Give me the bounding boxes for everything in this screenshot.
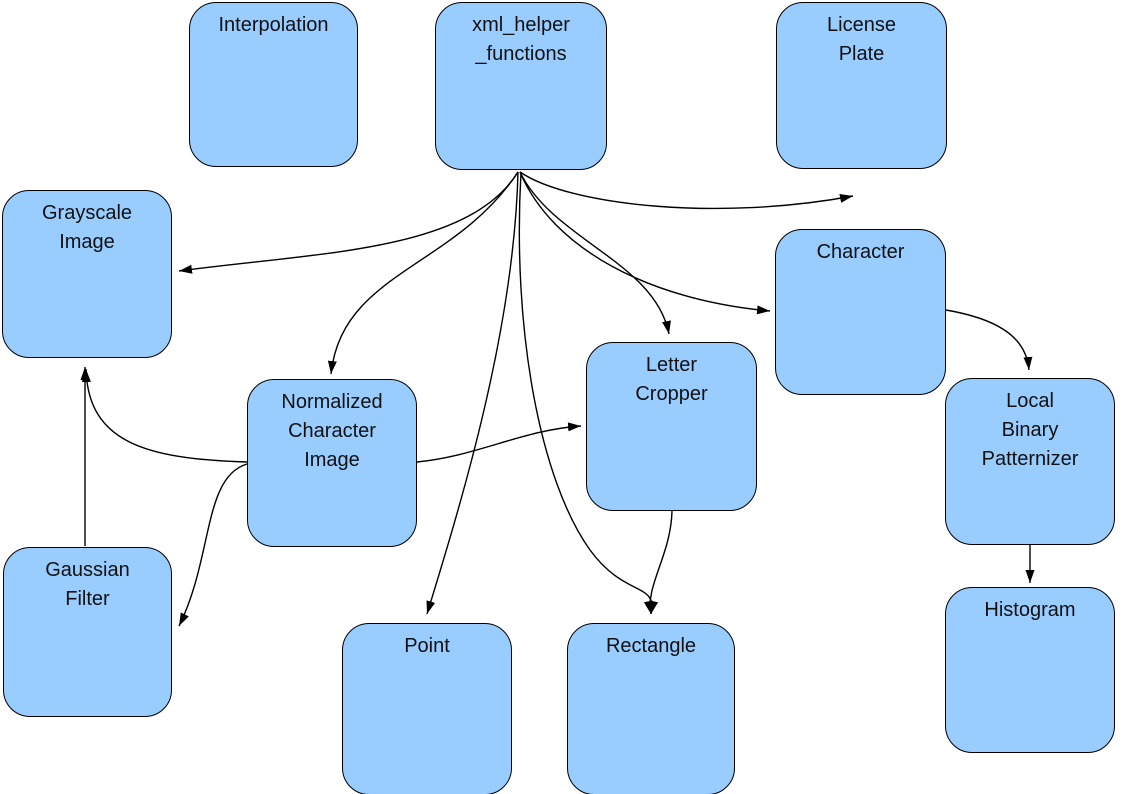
node-point-label: Point <box>404 635 450 657</box>
edge-xml-helper-functions-to-letter-cropper <box>519 171 671 335</box>
node-histogram[interactable]: Histogram <box>945 587 1115 753</box>
node-xml-helper-functions[interactable]: xml_helper _functions <box>435 2 607 170</box>
edge-letter-cropper-to-rectangle <box>643 510 673 615</box>
node-histogram-label: Histogram <box>984 599 1076 621</box>
node-rectangle[interactable]: Rectangle <box>567 623 735 794</box>
node-letter-cropper-label: Letter Cropper <box>635 354 708 405</box>
edge-xml-helper-functions-to-grayscale-image <box>178 171 519 274</box>
node-grayscale-image-label: Grayscale Image <box>41 202 133 253</box>
edge-normalized-character-image-to-grayscale-image <box>81 368 248 463</box>
node-local-binary-patternizer[interactable]: Local Binary Patternizer <box>945 378 1115 545</box>
node-license-plate-label: License Plate <box>827 14 896 65</box>
node-normalized-character-image-label: Normalized Character Image <box>281 391 383 471</box>
node-xml-helper-functions-label: xml_helper _functions <box>472 14 570 65</box>
edge-xml-helper-functions-to-character <box>519 171 771 315</box>
node-point[interactable]: Point <box>342 623 512 794</box>
edge-character-to-local-binary-patternizer <box>945 309 1033 371</box>
node-character-label: Character <box>816 241 905 263</box>
node-gaussian-filter-label: Gaussian Filter <box>45 559 130 610</box>
edge-normalized-character-image-to-letter-cropper <box>416 422 582 463</box>
edge-normalized-character-image-to-gaussian-filter <box>178 463 248 627</box>
edge-xml-helper-functions-to-rectangle <box>518 171 659 615</box>
node-letter-cropper[interactable]: Letter Cropper <box>586 342 757 511</box>
node-local-binary-patternizer-label: Local Binary Patternizer <box>981 390 1079 470</box>
edge-xml-helper-functions-to-normalized-character-image <box>327 171 519 375</box>
node-character[interactable]: Character <box>775 229 946 395</box>
node-gaussian-filter[interactable]: Gaussian Filter <box>3 547 172 717</box>
node-license-plate[interactable]: License Plate <box>776 2 947 169</box>
node-interpolation-label: Interpolation <box>218 14 329 36</box>
edge-xml-helper-functions-to-license-plate <box>519 171 854 210</box>
node-normalized-character-image[interactable]: Normalized Character Image <box>247 379 417 547</box>
edge-xml-helper-functions-to-point <box>426 171 519 615</box>
node-rectangle-label: Rectangle <box>605 635 697 657</box>
node-grayscale-image[interactable]: Grayscale Image <box>2 190 172 358</box>
node-interpolation[interactable]: Interpolation <box>189 2 358 167</box>
